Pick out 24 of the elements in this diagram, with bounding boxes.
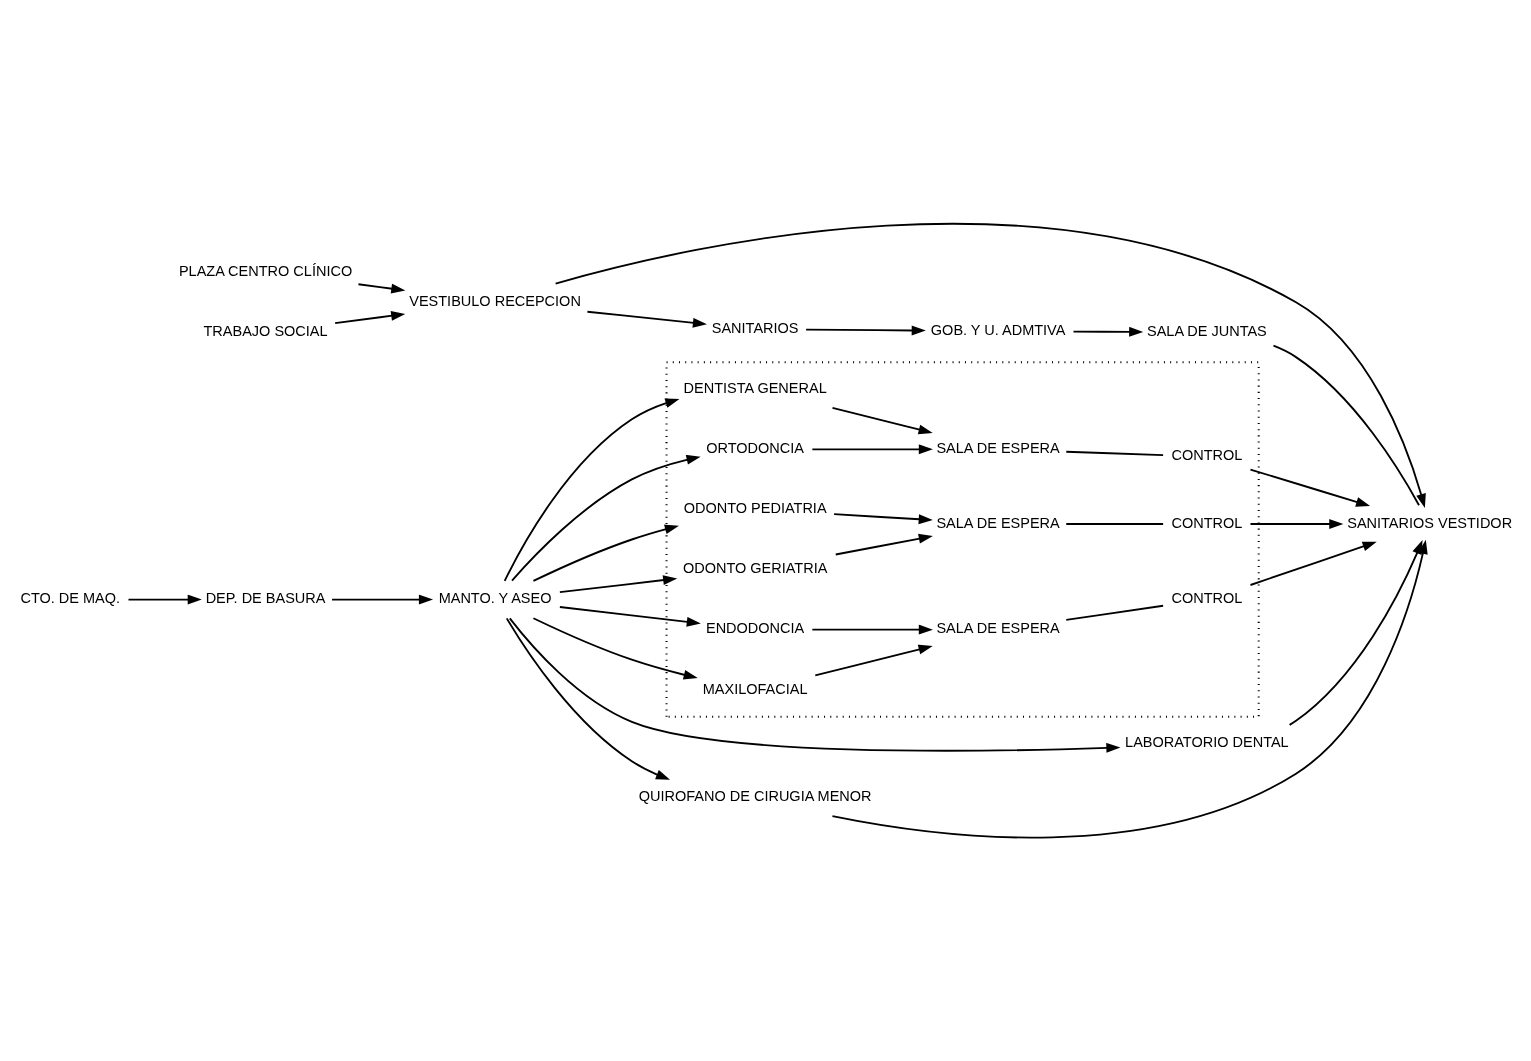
node-text: TRABAJO SOCIAL (203, 323, 328, 340)
node-text: CONTROL (1171, 590, 1243, 607)
node-text: SALA DE ESPERA (936, 620, 1060, 637)
node-text: SANITARIOS (711, 319, 799, 336)
node-text: SANITARIOS VESTIDOR (1347, 514, 1513, 531)
node-text: LABORATORIO DENTAL (1125, 734, 1289, 751)
node-text: ODONTO PEDIATRIA (683, 500, 827, 517)
node-text: SALA DE ESPERA (936, 514, 1060, 531)
node-text: MANTO. Y ASEO (438, 590, 552, 607)
node-text: MAXILOFACIAL (702, 680, 808, 697)
node-text: ORTODONCIA (706, 440, 805, 457)
node-text: SALA DE JUNTAS (1147, 323, 1267, 340)
node-text: DEP. DE BASURA (205, 590, 326, 607)
node-text: CONTROL (1171, 514, 1243, 531)
node-text: PLAZA CENTRO CLÍNICO (178, 263, 353, 279)
node-text: GOB. Y U. ADMTIVA (930, 322, 1066, 339)
node-text: VESTIBULO RECEPCION (409, 293, 581, 310)
node-text: SALA DE ESPERA (936, 440, 1060, 457)
node-text: ENDODONCIA (705, 620, 805, 637)
node-text: QUIROFANO DE CIRUGIA MENOR (638, 788, 872, 805)
node-text: DENTISTA GENERAL (683, 380, 827, 397)
node-text: CTO. DE MAQ. (20, 590, 121, 607)
node-text: CONTROL (1171, 447, 1243, 464)
node-text: ODONTO GERIATRIA (682, 560, 828, 577)
